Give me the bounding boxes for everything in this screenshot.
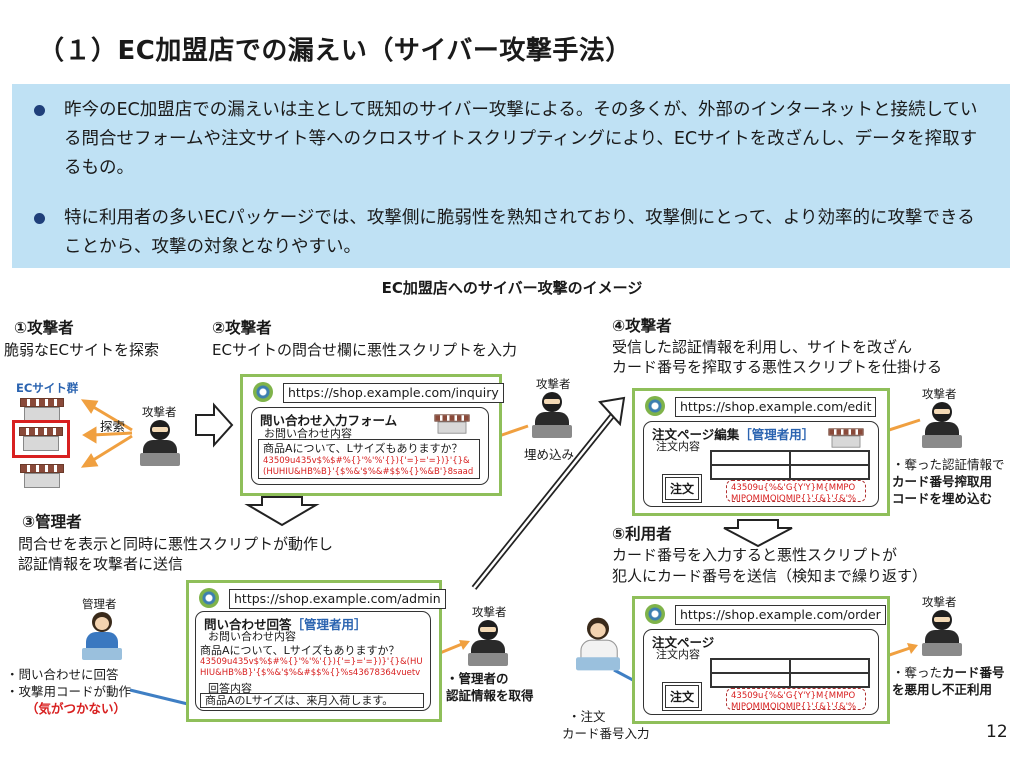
malicious-script: 43509u{%&'G{Y'Y}M{MMPOMIPOMIMOIOMIP{}'{&… [726,688,866,710]
step1-heading: ①攻撃者 [14,319,74,337]
step4-desc-line2: カード番号を搾取する悪性スクリプトを仕掛ける [612,358,943,376]
browser-window-admin: https://shop.example.com/admin 問い合わせ回答［管… [186,580,446,722]
attacker-note: ・奪った認証情報で カード番号搾取用 コードを埋め込む [892,457,1005,506]
malicious-script: 43509u435v$%$#%{}'%'%'{}){'=}='=})}'{}&(… [200,657,423,678]
diagonal-arrow-head-icon [598,396,626,427]
browser-window-edit: https://shop.example.com/edit 注文ページ編集［管理… [632,388,890,516]
globe-icon [253,382,273,402]
hollow-arrow-right-icon [195,402,234,448]
search-arrows [80,399,133,468]
url-bar: https://shop.example.com/order [675,605,886,625]
admin-note: ・問い合わせに回答 ・攻撃用コードが動作 （気がつかない） [6,667,132,716]
attacker-icon [532,392,572,438]
step4-desc-line1: 受信した認証情報を利用し、サイトを改ざん [612,338,913,356]
step2-desc: ECサイトの問合せ欄に悪性スクリプトを入力 [212,341,517,359]
attacker-icon [140,420,180,466]
step5-heading: ⑤利用者 [612,525,672,543]
browser-window-order: https://shop.example.com/order 注文ページ 注文内… [632,596,890,724]
step1-desc: 脆弱なECサイトを探索 [4,341,159,359]
embed-label: 埋め込み [524,447,575,462]
malicious-script: 43509u{%&'G{Y'Y}M{MMPOMIPOMIMOIOMIP{}'{&… [726,480,866,502]
globe-icon [645,396,665,416]
attacker-icon [468,620,508,666]
page-title: （１）EC加盟店での漏えい（サイバー攻撃手法） [38,36,632,66]
diagram-title: EC加盟店へのサイバー攻撃のイメージ [381,279,643,297]
attacker-label: 攻撃者 [922,595,957,609]
attacker-note: ・管理者の 認証情報を取得 [446,671,534,703]
answer-field: 商品AのLサイズは、来月入荷します。 [200,693,424,708]
inquiry-textarea: 商品Aについて、Lサイズもありますか？ 43509u435v$%$#%{}'%'… [258,439,480,479]
step5-desc-line1: カード番号を入力すると悪性スクリプトが [612,546,898,564]
attacker-icon [922,402,962,448]
shop-icon [19,427,63,451]
form-panel: 問い合わせ回答［管理者用］ お問い合わせ内容 商品Aについて、Lサイズもあります… [195,611,431,711]
ec-site-group-label: ECサイト群 [16,381,79,395]
user-note: ・注文 カード番号入力 [562,709,650,741]
shop-icon [20,398,64,422]
bullet-dot-icon [34,213,45,224]
attacker-label: 攻撃者 [472,605,507,619]
attacker-note: ・奪ったカード番号 を悪用し不正利用 [892,665,1005,697]
url-bar: https://shop.example.com/edit [675,397,877,417]
form-panel: 問い合わせ入力フォーム お問い合わせ内容 商品Aについて、Lサイズもありますか？… [251,407,489,485]
attacker-label: 攻撃者 [536,377,571,391]
admin-icon [80,612,124,660]
url-bar: https://shop.example.com/inquiry [283,383,504,403]
step3-desc-line1: 問合せを表示と同時に悪性スクリプトが動作し [18,535,334,553]
malicious-script: 43509u435v$%$#%{}'%'%'{}){'=}='=})}'{}&(… [263,456,474,477]
summary-box: 昨今のEC加盟店での漏えいは主として既知のサイバー攻撃による。その多くが、外部の… [12,84,1010,268]
step3-heading: ③管理者 [22,513,82,531]
attacker-label: 攻撃者 [922,387,957,401]
form-panel: 注文ページ 注文内容 注文 43509u{%&'G{Y'Y}M{MMPOMIPO… [643,629,879,715]
step3-desc-line2: 認証情報を攻撃者に送信 [18,555,184,573]
order-table [710,450,870,480]
hollow-arrow-down-icon [244,496,320,527]
attacker-icon [922,610,962,656]
shop-icon [828,428,864,448]
attacker-label: 攻撃者 [142,405,177,419]
shop-icon [20,464,64,488]
step5-desc-line2: 犯人にカード番号を送信（検知まで繰り返す） [612,567,928,585]
shop-icon [434,414,470,434]
target-highlight [12,420,70,458]
bullet-dot-icon [34,105,45,116]
user-icon [574,617,622,671]
order-button: 注文 [662,474,703,503]
order-button: 注文 [662,682,703,711]
step4-heading: ④攻撃者 [612,317,672,335]
order-table [710,658,870,688]
url-bar: https://shop.example.com/admin [229,589,446,609]
browser-window-inquiry: https://shop.example.com/inquiry 問い合わせ入力… [240,374,504,496]
globe-icon [645,604,665,624]
search-label: 探索 [100,419,126,434]
admin-label: 管理者 [82,597,117,611]
hollow-arrow-down-icon [723,519,793,548]
step2-heading: ②攻撃者 [212,319,272,337]
globe-icon [199,588,219,608]
page-number: 12 [986,722,1008,742]
form-panel: 注文ページ編集［管理者用］ 注文内容 注文 43509u{%&'G{Y'Y}M{… [643,421,879,507]
